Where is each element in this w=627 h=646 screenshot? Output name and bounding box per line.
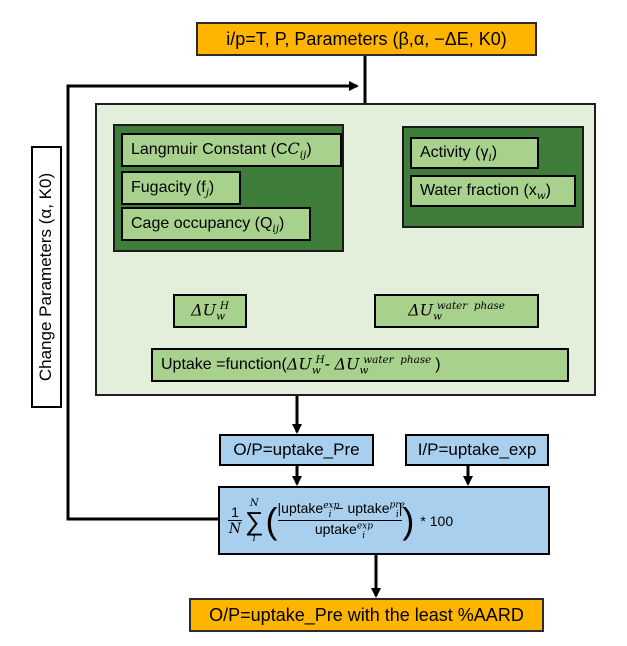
uptake-suffix: ) <box>435 356 441 373</box>
delta-u-hydrate-box: ΔUwH <box>173 294 247 328</box>
change-parameters-label: Change Parameters (α, K0) <box>36 172 56 382</box>
delta-w-sup: water phase <box>436 299 505 312</box>
aard-formula-box: 1 N N ∑ i ( |uptakeexpi − uptakeprei| up… <box>218 486 550 555</box>
cage-label: Cage occupancy (Q <box>131 215 273 232</box>
uptake-function-box: Uptake =function( ΔUwH - ΔUwwater phase … <box>151 348 569 382</box>
activity-close: ) <box>491 144 498 161</box>
cage-sub: ij <box>272 223 279 236</box>
activity-label: Activity (γ <box>420 144 489 161</box>
delta-w-sub: w <box>433 310 443 323</box>
langmuir-close: ) <box>306 141 312 158</box>
uptake-prefix: Uptake =function( <box>161 356 287 373</box>
uptake-minus: - <box>324 356 335 373</box>
change-parameters-box: Change Parameters (α, K0) <box>31 146 62 408</box>
fraction-one-over-n: 1 N <box>228 504 242 537</box>
delta-u-water-box: ΔUwwater phase <box>374 294 539 328</box>
output-pre-box: O/P=uptake_Pre <box>219 434 374 466</box>
fugacity-close: ) <box>208 179 215 196</box>
water-close: ) <box>545 182 551 199</box>
fraction-numerator: |uptakeexpi − uptakeprei| <box>277 500 405 520</box>
fugacity-sub: j <box>205 187 209 200</box>
input-exp-box: I/P=uptake_exp <box>405 434 549 466</box>
delta-w-base: ΔU <box>408 300 434 320</box>
final-output-box: O/P=uptake_Pre with the least %AARD <box>189 598 544 632</box>
water-sub: w <box>536 190 546 203</box>
input-box: i/p=T, P, Parameters (β,α, −ΔE, K0) <box>196 22 537 56</box>
output-pre-label: O/P=uptake_Pre <box>233 440 360 459</box>
fugacity-label: Fugacity (f <box>131 179 206 196</box>
arrow-feedback-loop <box>66 81 359 521</box>
uptake-delta-water: ΔUwwater phase <box>334 353 432 377</box>
paren-left: ( <box>265 499 278 541</box>
times-hundred: * 100 <box>420 512 454 529</box>
activity-sub: i <box>488 152 492 165</box>
sum-symbol: ∑ <box>245 505 264 536</box>
uptake-delta-h: ΔUwH <box>286 353 325 377</box>
input-label: i/p=T, P, Parameters (β,α, −ΔE, K0) <box>226 28 507 49</box>
fraction-denominator: uptakeexpi <box>314 521 374 541</box>
aard-formula: 1 N N ∑ i ( |uptakeexpi − uptakeprei| up… <box>228 498 453 544</box>
input-exp-label: I/P=uptake_exp <box>417 440 537 459</box>
delta-h-base: ΔU <box>191 300 217 320</box>
langmuir-var: C <box>287 138 300 158</box>
cage-close: ) <box>278 215 285 232</box>
main-fraction: |uptakeexpi − uptakeprei| uptakeexpi <box>277 500 405 541</box>
summation: N ∑ i <box>245 497 264 544</box>
langmuir-label: Langmuir Constant (C <box>131 141 288 158</box>
delta-h-sup: H <box>219 299 229 312</box>
paren-right: ) <box>402 499 415 541</box>
final-output-label: O/P=uptake_Pre with the least %AARD <box>209 604 524 625</box>
langmuir-sub: ij <box>299 149 307 162</box>
delta-h-sub: w <box>216 310 226 323</box>
water-label: Water fraction (x <box>420 182 537 199</box>
